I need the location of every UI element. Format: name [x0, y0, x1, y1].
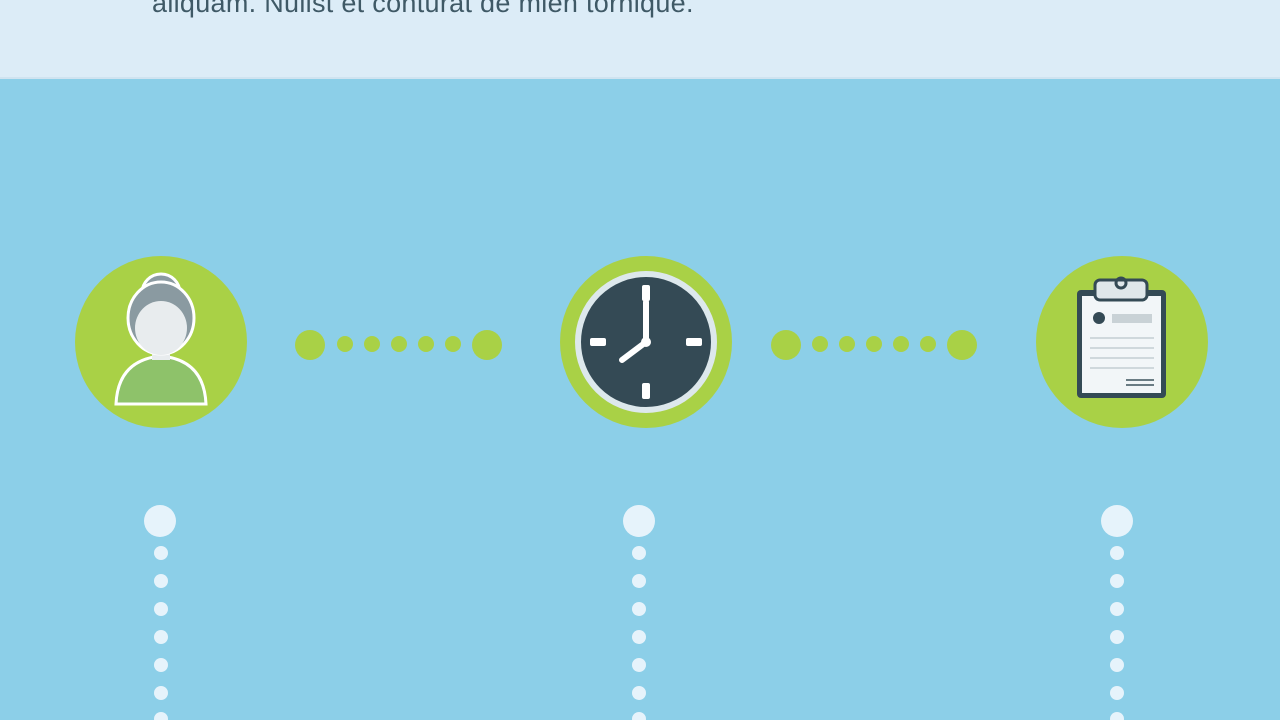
- leader-step-2: [623, 505, 655, 720]
- step-clock: [560, 256, 732, 428]
- step-clipboard: [1036, 256, 1208, 428]
- leader-step-3: [1101, 505, 1133, 720]
- person-icon: [114, 272, 208, 406]
- clipboard-icon: [1077, 276, 1166, 398]
- header-text: aliquam. Nullst et conturat de mien torn…: [152, 0, 694, 18]
- leader-step-1: [144, 505, 176, 720]
- connector-1-2: [295, 330, 502, 360]
- header-band: aliquam. Nullst et conturat de mien torn…: [0, 0, 1280, 79]
- clock-icon: [575, 271, 717, 413]
- step-person: [75, 256, 247, 428]
- connector-2-3: [771, 330, 977, 360]
